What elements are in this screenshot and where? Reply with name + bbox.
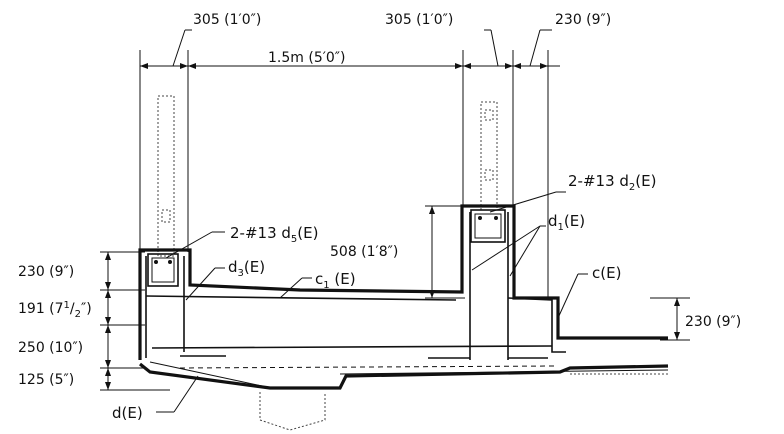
wall-dotted-outlines (157, 95, 498, 257)
dim-left-125: 125 (5″) (18, 372, 74, 388)
dim-top-left-wall: 305 (1′0″) (193, 12, 261, 28)
foundation-outline (259, 392, 326, 431)
dim-left-230: 230 (9″) (18, 264, 74, 280)
top-dimension-lines (139, 29, 560, 300)
callout-d2: 2-#13 d2(E) (568, 172, 656, 193)
stirrup-cage-left (147, 253, 179, 287)
dim-left-191: 191 (71/2″) (18, 300, 92, 320)
callout-d3: d3(E) (228, 258, 265, 279)
dim-curb-508: 508 (1′8″) (330, 244, 398, 260)
dim-right-230: 230 (9″) (685, 314, 741, 330)
callout-d5: 2-#13 d5(E) (230, 224, 318, 245)
right-dimension-lines (650, 297, 690, 341)
dim-top-span: 1.5m (5′0″) (268, 50, 346, 66)
concrete-outline (138, 204, 668, 360)
dim-left-250: 250 (10″) (18, 340, 83, 356)
reinforcement-bars (145, 212, 669, 387)
dim-top-right-wall: 230 (9″) (555, 12, 611, 28)
callout-leaders (156, 191, 588, 413)
left-dimension-lines (100, 251, 170, 391)
callout-d1: d1(E) (548, 212, 585, 233)
callout-c: c(E) (592, 264, 621, 282)
dim-top-mid-wall: 305 (1′0″) (385, 12, 453, 28)
callout-d: d(E) (112, 404, 143, 422)
stirrup-cage-right (470, 209, 506, 243)
concrete-bottom (139, 362, 669, 390)
callout-c1: c1 (E) (315, 270, 356, 291)
